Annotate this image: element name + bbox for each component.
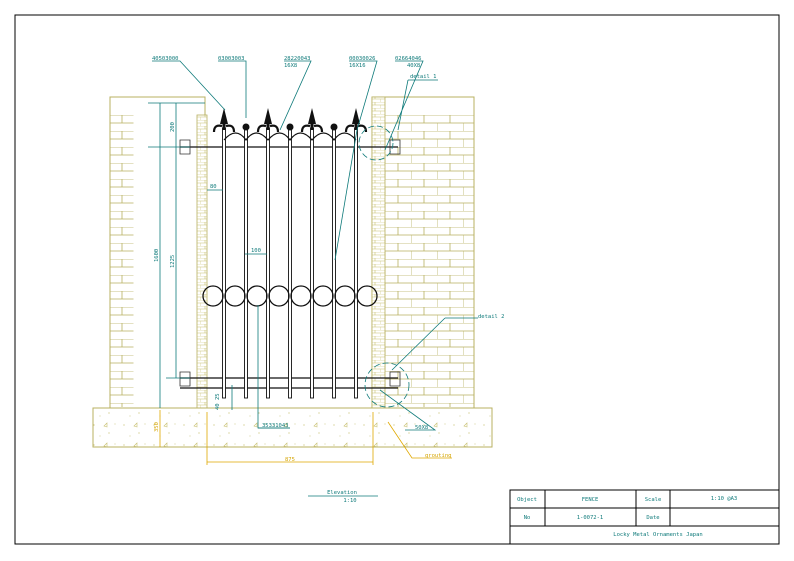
right-wall [371,96,475,409]
title-block: Object FENCE Scale 1:10 @A3 No 1-0072-1 … [509,489,780,545]
scroll-ornament [300,124,324,133]
dim-bar-spacing: 100 [251,248,261,254]
ring-ornament [334,285,356,307]
scale-label: Scale [645,497,662,503]
part-labels: 40503000 03003003 28220043 16X8 00030026… [152,56,505,459]
object-value: FENCE [582,497,599,503]
gate-bar [288,127,292,399]
ring-ornament [312,285,334,307]
dim-foundation-depth: 350 [154,422,160,432]
spike-finial [352,108,360,130]
dim-ground-gap: 40 [215,403,221,410]
ring-ornament [246,285,268,307]
part-size: 16X16 [349,63,366,69]
detail-1-label: detail 1 [410,74,437,80]
dimensions: 1600 200 1225 80 100 25 40 350 875 [148,102,374,465]
no-value: 1-0072-1 [577,515,604,521]
gate-bar [266,127,270,399]
ball-finial [330,123,338,131]
spike-finial [264,108,272,130]
part-label: 35331043 [262,423,289,429]
scroll-ornament [344,124,368,133]
dim-inner-height: 1225 [170,255,176,268]
scale-value: 1:10 @A3 [711,496,738,502]
part-label: 50X8 [415,425,428,431]
date-label: Date [646,515,659,521]
object-label: Object [517,497,537,503]
part-label: 03003003 [218,56,245,62]
dim-total-height: 1600 [154,249,160,262]
ball-finial [242,123,250,131]
ring-ornament [268,285,290,307]
part-size: 40X8 [407,63,420,69]
spike-finial [308,108,316,130]
part-label: 28220043 [284,56,311,62]
view-title: Elevation [327,490,357,496]
gate-bar [354,127,358,399]
ring-ornament [224,285,246,307]
gate-bar [244,127,248,399]
no-label: No [524,515,531,521]
part-label: 02664046 [395,56,422,62]
spike-finial [220,108,228,130]
part-size: 16X8 [284,63,297,69]
ball-finial [286,123,294,131]
left-wall [109,96,208,409]
part-label: 40503000 [152,56,179,62]
dim-rail-gap: 25 [215,393,221,400]
gate-bar [310,127,314,399]
gate-bar [222,127,226,399]
detail-2-label: detail 2 [478,314,505,320]
foundation [92,407,493,448]
ring-ornament [290,285,312,307]
dim-top-offset: 200 [170,122,176,132]
view-scale: 1:10 [343,498,356,504]
scroll-ornament [212,124,236,133]
gate-bar [332,127,336,399]
part-label: 00030026 [349,56,376,62]
gate [179,108,401,399]
ring-ornament [202,285,224,307]
scroll-ornament [256,124,280,133]
grouting-label: grouting [425,453,452,459]
company-name: Locky Metal Ornaments Japan [613,532,702,538]
dim-width: 875 [285,457,295,463]
dim-bar-offset: 80 [210,184,217,190]
drawing-frame [14,14,780,545]
ring-ornament [356,285,378,307]
